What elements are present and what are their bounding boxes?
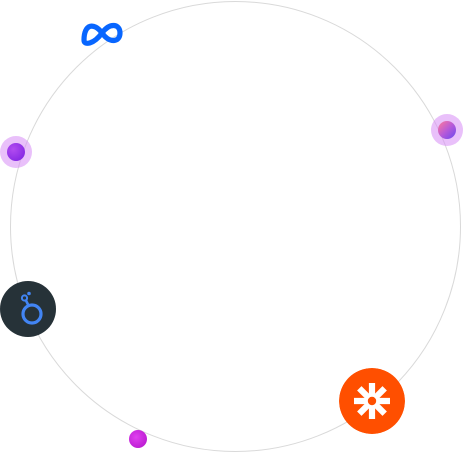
orbit-dot-bottom: [129, 430, 147, 448]
orbit-dot-right: [438, 121, 456, 139]
looker-icon: [20, 291, 43, 325]
orbit-ring: [10, 1, 461, 452]
meta-icon: [81, 22, 123, 46]
looker-badge: [0, 281, 56, 337]
zapier-icon: [339, 368, 405, 434]
orbit-dot-left: [7, 143, 25, 161]
